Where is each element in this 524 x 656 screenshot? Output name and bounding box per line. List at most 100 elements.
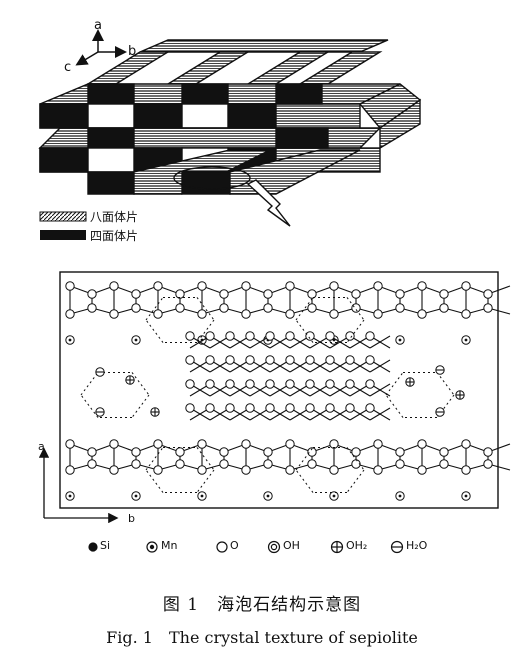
legend-si: Si — [100, 539, 111, 552]
atom-o — [87, 447, 97, 457]
atom-o — [345, 379, 355, 389]
atom-o — [197, 439, 207, 449]
atom-o — [263, 459, 273, 469]
axis-label-c-top: c — [64, 60, 72, 75]
atom-o — [325, 403, 335, 413]
atom-o — [87, 459, 97, 469]
detail-arrow — [246, 179, 291, 227]
atom-o — [131, 459, 141, 469]
legend-oh: OH — [283, 539, 300, 552]
axis-pair-bottom — [38, 447, 119, 524]
atom-o — [307, 447, 317, 457]
structure-frame — [59, 271, 499, 509]
atom-o — [365, 355, 375, 365]
atom-o — [263, 289, 273, 299]
atom-o — [205, 355, 215, 365]
atom-o — [245, 331, 255, 341]
atom-o — [265, 331, 275, 341]
atom-o — [131, 447, 141, 457]
atom-o — [483, 447, 493, 457]
atom-o — [153, 465, 163, 475]
atom-o — [285, 331, 295, 341]
atom-o — [241, 309, 251, 319]
legend-label-tetrahedral: 四面体片 — [90, 229, 139, 243]
atom-o — [325, 355, 335, 365]
atom-o — [263, 447, 273, 457]
atom-o — [345, 331, 355, 341]
atom-o — [225, 331, 235, 341]
atom-o — [65, 281, 75, 291]
atom-o — [345, 403, 355, 413]
atom-o — [351, 303, 361, 313]
ribbon-block-diagram — [38, 39, 422, 195]
legend-swatch-octahedral — [39, 211, 87, 222]
atom-o — [417, 309, 427, 319]
atom-o — [285, 403, 295, 413]
atom-o — [417, 465, 427, 475]
atom-o — [395, 289, 405, 299]
atom-o — [285, 355, 295, 365]
atom-o — [241, 465, 251, 475]
legend-swatch-tetrahedral — [40, 230, 86, 240]
atom-o — [65, 309, 75, 319]
atom-o — [439, 459, 449, 469]
atom-o — [461, 465, 471, 475]
atom-o — [439, 303, 449, 313]
lattice-network — [65, 281, 511, 501]
atom-o — [329, 439, 339, 449]
axis-label-b-bottom: b — [128, 512, 135, 525]
legend-o: O — [230, 539, 239, 552]
atom-o — [185, 379, 195, 389]
atom-o — [285, 465, 295, 475]
atom-o — [245, 403, 255, 413]
atom-o — [325, 379, 335, 389]
atom-o — [225, 379, 235, 389]
atom-o — [87, 303, 97, 313]
atom-o — [225, 355, 235, 365]
legend-h2o: H₂O — [406, 539, 428, 552]
atom-legend-symbols — [88, 540, 404, 554]
atom-o — [109, 465, 119, 475]
atom-o — [329, 309, 339, 319]
atom-o — [285, 281, 295, 291]
atom-o — [175, 303, 185, 313]
atom-o — [219, 303, 229, 313]
atom-o — [285, 439, 295, 449]
atom-o — [185, 403, 195, 413]
caption-english: Fig. 1 The crystal texture of sepiolite — [106, 628, 418, 647]
atom-o — [197, 309, 207, 319]
o-symbol — [216, 541, 228, 553]
atom-o — [373, 465, 383, 475]
atom-o — [395, 447, 405, 457]
atom-o — [263, 303, 273, 313]
detail-ellipse — [173, 166, 251, 190]
atom-o — [153, 281, 163, 291]
atom-o — [109, 309, 119, 319]
atom-o — [153, 309, 163, 319]
atom-o — [307, 459, 317, 469]
atom-o — [351, 289, 361, 299]
atom-o — [305, 355, 315, 365]
atom-o — [417, 439, 427, 449]
legend-mn: Mn — [161, 539, 178, 552]
atom-o — [225, 403, 235, 413]
atom-o — [245, 379, 255, 389]
atom-o — [185, 355, 195, 365]
atom-o — [131, 289, 141, 299]
atom-o — [87, 289, 97, 299]
atom-o — [365, 379, 375, 389]
axis-triad-top — [75, 29, 127, 66]
atom-o — [205, 379, 215, 389]
atom-o — [439, 447, 449, 457]
atom-o — [185, 331, 195, 341]
atom-o — [305, 403, 315, 413]
atom-o — [175, 447, 185, 457]
atom-o — [307, 289, 317, 299]
atom-o — [109, 281, 119, 291]
atom-o — [197, 281, 207, 291]
axis-label-b-top: b — [128, 44, 137, 59]
atom-o — [109, 439, 119, 449]
legend-label-octahedral: 八面体片 — [90, 210, 139, 224]
atom-o — [395, 303, 405, 313]
atom-o — [241, 281, 251, 291]
